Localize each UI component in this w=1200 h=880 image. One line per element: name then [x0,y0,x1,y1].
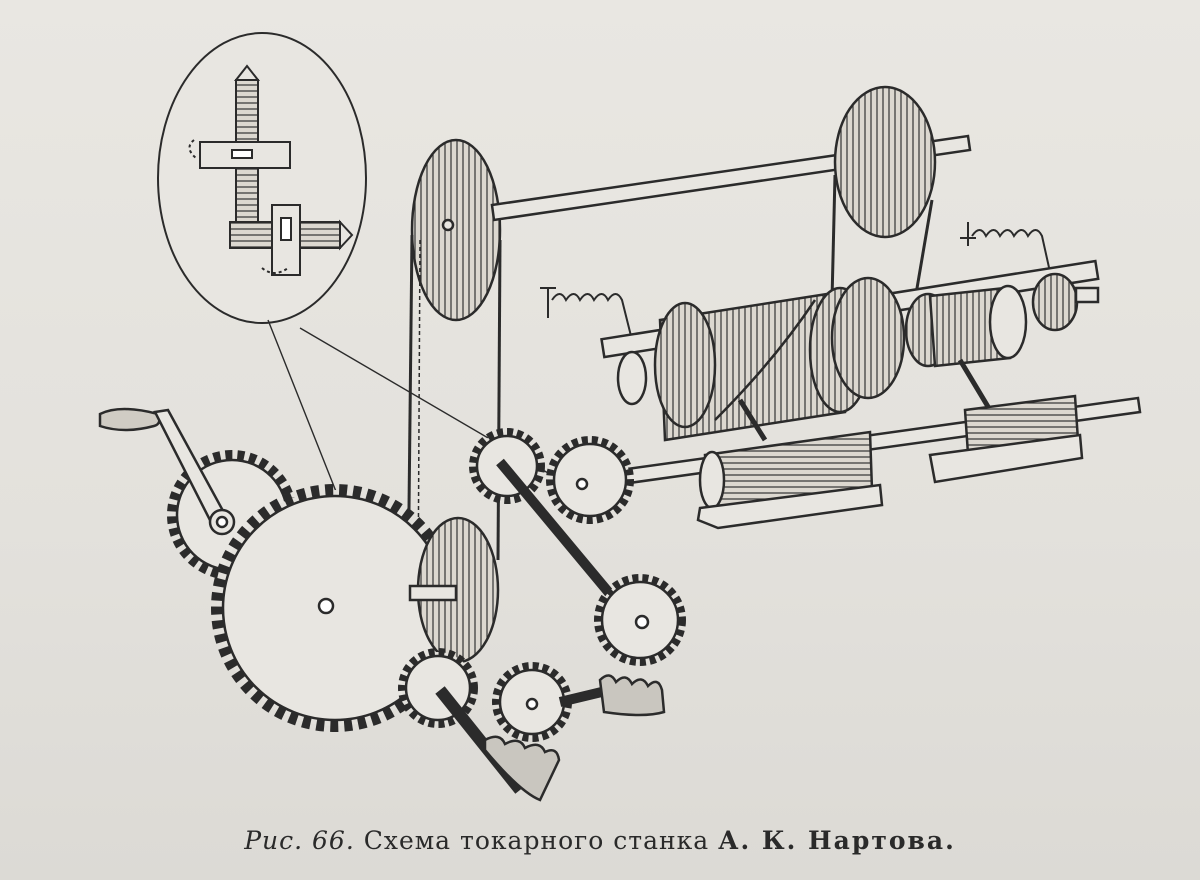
work-drums [600,259,1100,442]
spur-gear-icon [492,662,572,742]
upper-pulley [410,138,502,322]
worm-gear-icon [435,674,666,802]
caption-description: Схема токарного станка [354,826,719,855]
lathe-diagram [98,32,1142,802]
crank-handle-icon [98,407,236,536]
spur-gear-icon [546,436,634,524]
lead-screw [618,358,1142,530]
caption-figure-number: Рис. 66. [244,826,355,855]
spur-gear-icon [594,574,686,666]
pulley-icon [408,516,500,664]
spring-left [540,287,633,341]
gear-train [167,428,686,802]
spring-right [960,222,1051,273]
caption-author: А. К. Нартова. [718,826,956,855]
detail-inset [157,32,561,616]
spur-gear-icon [211,484,459,732]
figure-caption: Рис. 66. Схема токарного станка А. К. На… [0,826,1200,855]
far-pulley [830,85,937,301]
